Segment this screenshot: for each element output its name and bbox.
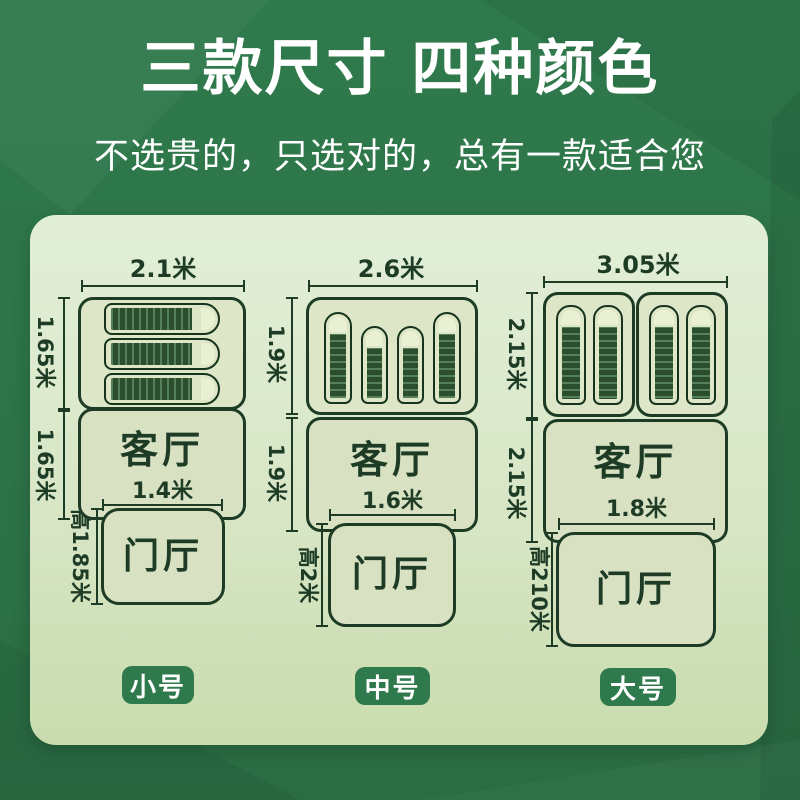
page-subtitle: 不选贵的，只选对的，总有一款适合您 <box>93 137 706 177</box>
porch-height-dimension-line <box>546 532 558 647</box>
living-room-label: 客厅 <box>593 440 678 484</box>
sleeping-bag-icon <box>396 326 424 404</box>
bedroom-depth-dimension-line <box>286 297 298 415</box>
porch-height-dimension-line <box>91 508 103 605</box>
porch-width-label: 1.4米 <box>132 479 193 504</box>
porch-height-dimension-line <box>316 523 328 627</box>
tent-medium-width-label: 2.6米 <box>357 255 425 283</box>
living-depth-dimension-line <box>526 419 538 543</box>
size-comparison-panel: 2.1米 1.65米 客厅 1.65米 1.4米 门厅 高1.85米 小号 2.… <box>30 215 768 745</box>
tent-large-width-label: 3.05米 <box>596 251 680 279</box>
page-title: 三款尺寸 四种颜色 <box>140 34 660 104</box>
width-dimension-line <box>81 280 245 292</box>
width-dimension-line <box>308 280 478 292</box>
tent-large-sleeping-area-right <box>636 292 728 417</box>
sleeping-bag-icon <box>685 304 716 405</box>
bedroom-depth-dimension-line <box>526 292 538 419</box>
living-depth-label: 2.15米 <box>504 446 528 520</box>
tent-small-sleeping-area <box>78 297 246 410</box>
living-depth-dimension-line <box>286 417 298 532</box>
porch-width-label: 1.6米 <box>362 489 423 514</box>
porch-width-label: 1.8米 <box>606 497 667 522</box>
living-depth-label: 1.9米 <box>264 443 288 503</box>
living-depth-dimension-line <box>58 410 70 520</box>
tent-small-width-label: 2.1米 <box>129 255 197 283</box>
size-badge-medium: 中号 <box>355 667 430 705</box>
sleeping-bag-icon <box>432 312 461 404</box>
bedroom-depth-dimension-line <box>58 297 70 410</box>
porch-width-dimension-line <box>329 509 456 521</box>
sleeping-bag-icon <box>648 304 679 405</box>
porch-label: 门厅 <box>122 535 203 577</box>
sleeping-bag-icon <box>323 312 352 404</box>
tent-small-porch: 门厅 <box>101 508 225 605</box>
sleeping-bag-icon <box>360 326 388 404</box>
porch-width-dimension-line <box>102 499 223 511</box>
width-dimension-line <box>543 276 728 288</box>
living-room-label: 客厅 <box>349 438 434 482</box>
living-depth-label: 1.65米 <box>33 428 57 502</box>
porch-label: 门厅 <box>595 568 676 610</box>
living-room-label: 客厅 <box>119 428 204 472</box>
sleeping-bag-icon <box>555 304 586 405</box>
bedroom-depth-label: 1.65米 <box>33 315 57 389</box>
porch-height-label: 高2米 <box>296 546 320 604</box>
porch-height-label: 高210米 <box>527 546 551 632</box>
sleeping-bag-icon <box>592 304 623 405</box>
sleeping-bag-icon <box>104 302 220 335</box>
porch-width-dimension-line <box>558 518 715 530</box>
tent-large-porch: 门厅 <box>556 532 716 647</box>
tent-medium-sleeping-area <box>306 297 478 415</box>
porch-label: 门厅 <box>351 554 432 595</box>
bedroom-depth-label: 2.15米 <box>504 317 528 391</box>
sleeping-bag-icon <box>104 337 220 370</box>
tent-small-living-room <box>78 408 246 520</box>
size-badge-small: 小号 <box>122 666 194 704</box>
tent-large-sleeping-area-left <box>543 292 635 417</box>
size-badge-large: 大号 <box>600 668 676 706</box>
tent-medium-porch: 门厅 <box>328 523 456 627</box>
bedroom-depth-label: 1.9米 <box>264 324 288 384</box>
sleeping-bag-icon <box>104 372 220 405</box>
